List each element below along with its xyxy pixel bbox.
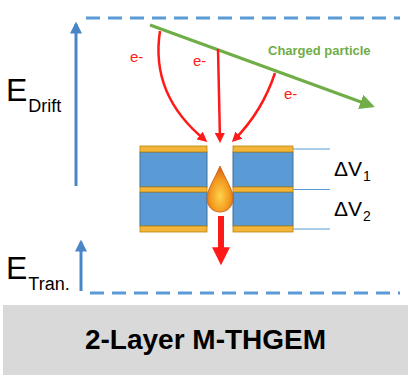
field-subscript: Drift bbox=[28, 97, 61, 115]
leader-line bbox=[293, 149, 330, 150]
particle-label: Charged particle bbox=[268, 44, 371, 57]
drift-field-arrow bbox=[75, 24, 78, 186]
voltage-subscript: 1 bbox=[363, 169, 371, 183]
avalanche-drop bbox=[207, 166, 233, 212]
field-symbol: E bbox=[6, 252, 27, 284]
electron-label: e- bbox=[193, 53, 206, 68]
caption-text: 2-Layer M-THGEM bbox=[85, 325, 326, 356]
electron-label: e- bbox=[130, 49, 143, 64]
field-subscript: Tran. bbox=[28, 275, 69, 293]
transfer-arrow bbox=[218, 216, 224, 258]
thgem-left bbox=[140, 146, 207, 232]
readout-plane bbox=[90, 292, 400, 295]
thgem-right bbox=[233, 146, 293, 232]
electron-label: e- bbox=[284, 86, 297, 101]
voltage-label: ΔV bbox=[334, 158, 362, 179]
electron-path bbox=[218, 49, 220, 140]
transfer-field-arrow bbox=[80, 242, 83, 291]
particle-track bbox=[150, 25, 372, 106]
field-symbol: E bbox=[6, 74, 27, 106]
drift-cathode bbox=[86, 17, 400, 20]
electron-path bbox=[234, 73, 275, 140]
caption-band: 2-Layer M-THGEM bbox=[3, 305, 408, 375]
leader-line bbox=[293, 229, 330, 230]
leader-line bbox=[293, 189, 330, 190]
voltage-label: ΔV bbox=[334, 198, 362, 219]
voltage-subscript: 2 bbox=[363, 209, 371, 223]
electron-path bbox=[158, 31, 205, 140]
